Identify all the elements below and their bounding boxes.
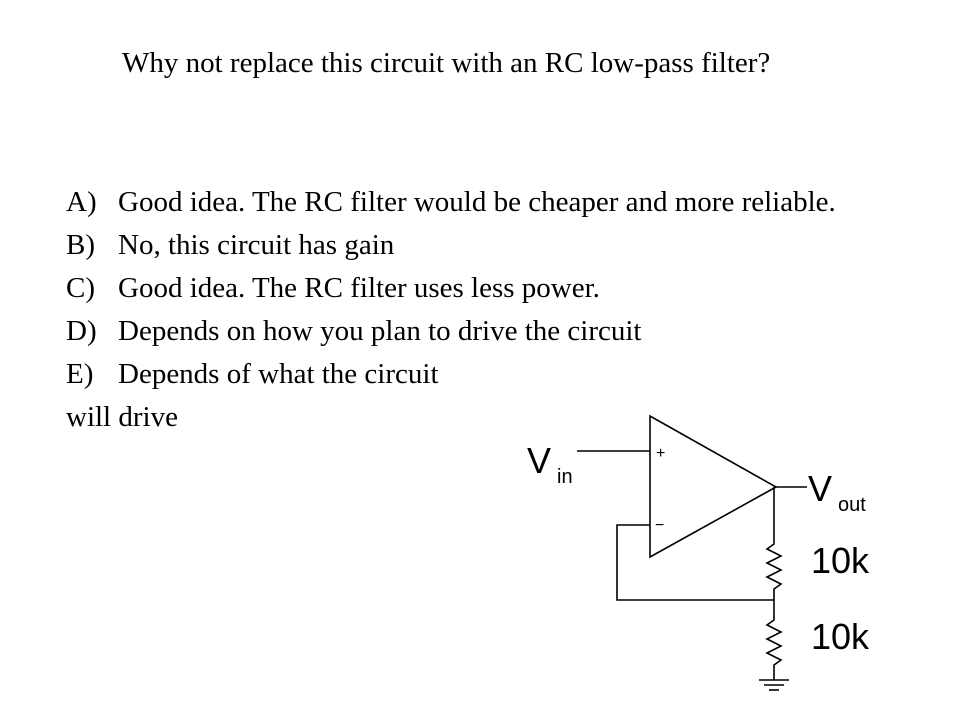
resistor-r1-label: 10k <box>811 540 870 581</box>
answer-a[interactable]: A) Good idea. The RC filter would be che… <box>66 181 866 224</box>
answer-a-letter: A) <box>66 186 97 218</box>
vout-label-sub: out <box>838 494 866 516</box>
answer-e-continuation: will drive <box>66 401 178 433</box>
answer-b[interactable]: B) No, this circuit has gain <box>66 224 866 267</box>
answer-d[interactable]: D) Depends on how you plan to drive the … <box>66 310 866 353</box>
answer-b-text: No, this circuit has gain <box>118 229 395 261</box>
answer-e-letter: E) <box>66 358 94 390</box>
minus-input-sign: − <box>655 517 664 534</box>
plus-input-sign: + <box>656 445 665 462</box>
answer-d-text: Depends on how you plan to drive the cir… <box>118 315 642 347</box>
answer-a-text: Good idea. The RC filter would be cheape… <box>118 186 836 218</box>
vin-label-sub: in <box>557 466 573 488</box>
answer-e-text: Depends of what the circuit <box>118 358 439 390</box>
answer-c[interactable]: C) Good idea. The RC filter uses less po… <box>66 267 866 310</box>
answer-c-text: Good idea. The RC filter uses less power… <box>118 272 600 304</box>
resistor-r1 <box>765 538 783 596</box>
question-text: Why not replace this circuit with an RC … <box>122 47 771 79</box>
answer-list: A) Good idea. The RC filter would be che… <box>66 181 866 439</box>
answer-b-letter: B) <box>66 229 95 261</box>
answer-d-letter: D) <box>66 315 97 347</box>
answer-c-letter: C) <box>66 272 95 304</box>
resistor-r2-label: 10k <box>811 616 870 657</box>
answer-e[interactable]: E) Depends of what the circuit <box>66 353 866 396</box>
vout-label-main: V <box>808 468 833 509</box>
resistor-r2 <box>765 614 783 680</box>
ground-icon <box>759 679 789 691</box>
feedback-wire <box>616 524 774 601</box>
vin-label-main: V <box>527 440 552 481</box>
